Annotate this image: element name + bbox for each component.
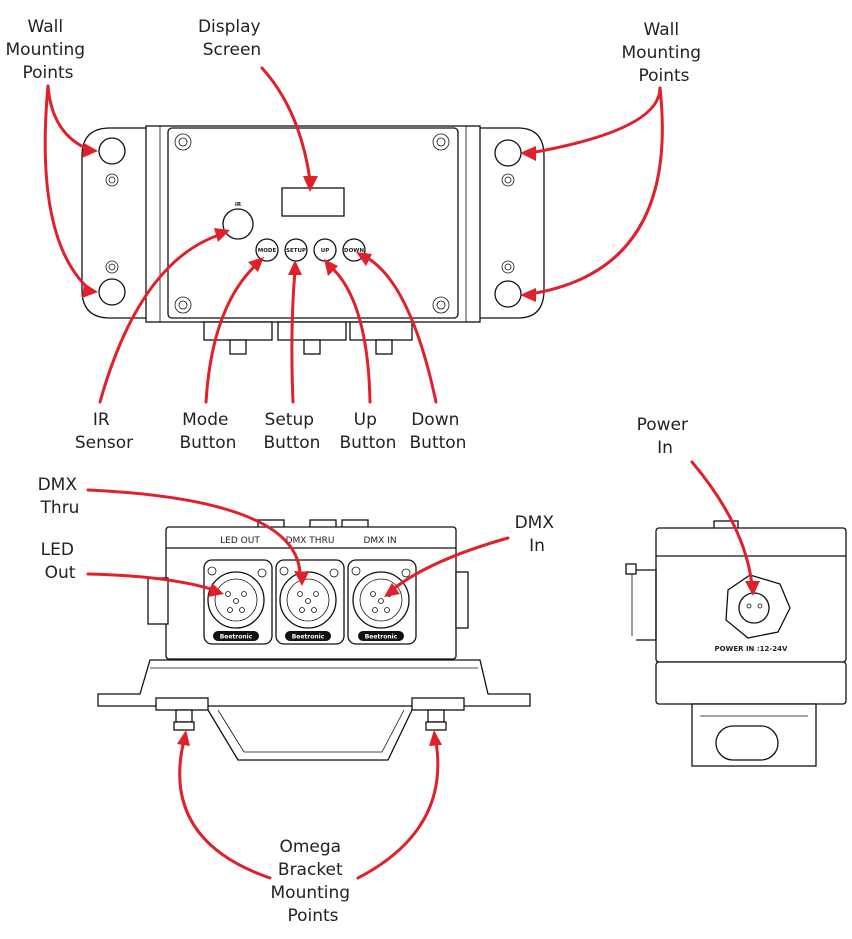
label-dmx-thru: DMX Thru [38,475,83,518]
led-out-port-text: LED OUT [220,536,260,546]
up-button-text: UP [321,248,330,254]
setup-button-text: SETUP [286,248,306,254]
down-button-text: DOWN [344,248,364,254]
front-view-device: LED OUT DMX THRU DMX IN Beetronic Beetro… [97,519,531,761]
arrow-wall-left-bottom [43,84,92,292]
label-display: Display Screen [198,17,266,60]
brand-dmx-in: Beetronic [365,634,398,641]
arrow-display [260,66,312,182]
callout-arrows [43,66,760,880]
arrow-power-in [690,460,754,587]
arrow-wall-right-bottom [528,86,664,296]
label-led-out: LED Out [41,540,80,583]
label-down: Down Button [410,410,467,453]
wall-mount-hole-bottom-left [98,278,126,306]
label-dmx-in: DMX In [515,513,560,556]
top-view-device: IR MODE SETUP UP DOWN [81,125,545,355]
led-out-xlr-connector: Beetronic [203,559,273,645]
omega-bracket [97,659,531,761]
mode-button-text: MODE [258,248,277,254]
arrow-dmx-thru [86,488,302,578]
arrow-dmx-in [390,536,510,592]
callout-labels: Wall Mounting Points Display Screen Wall… [6,17,707,926]
arrow-setup [290,268,297,404]
brand-led-out: Beetronic [220,634,253,641]
dmx-thru-port-text: DMX THRU [286,536,335,546]
wall-mount-hole-top-left [98,137,126,165]
brand-dmx-thru: Beetronic [292,634,325,641]
arrow-up [328,264,372,404]
dmx-in-port-text: DMX IN [363,536,396,546]
mode-button[interactable] [255,238,279,262]
label-wall-left: Wall Mounting Points [6,17,91,83]
arrow-mode [204,261,260,404]
power-rating-text: POWER IN :12-24V [715,645,788,653]
dmx-thru-xlr-connector: Beetronic [275,559,345,645]
label-wall-right: Wall Mounting Points [622,20,707,86]
label-mode: Mode Button [180,410,237,453]
label-power-in: Power In [637,415,694,458]
arrow-wall-right-top [528,86,662,155]
corner-screws [174,133,450,314]
arrow-omega-left [178,738,272,880]
label-ir: IR Sensor [75,410,133,453]
top-view-connectors [203,321,413,355]
ir-sensor [222,208,254,240]
display-screen [281,187,345,217]
wall-mount-hole-bottom-right [494,280,522,308]
label-setup: Setup Button [264,410,321,453]
wall-mount-hole-top-right [494,139,522,167]
dmx-in-xlr-connector: Beetronic [347,559,417,645]
arrow-led-out [86,572,216,592]
label-up: Up Button [340,410,397,453]
arrow-ir [98,232,224,404]
side-view-device: POWER IN :12-24V [625,520,847,767]
arrow-wall-left-top [46,84,92,152]
ir-text: IR [235,202,242,208]
label-omega: Omega Bracket Mounting Points [271,837,356,926]
setup-button[interactable] [284,238,308,262]
arrow-omega-right [356,740,440,880]
arrow-down [362,254,438,404]
